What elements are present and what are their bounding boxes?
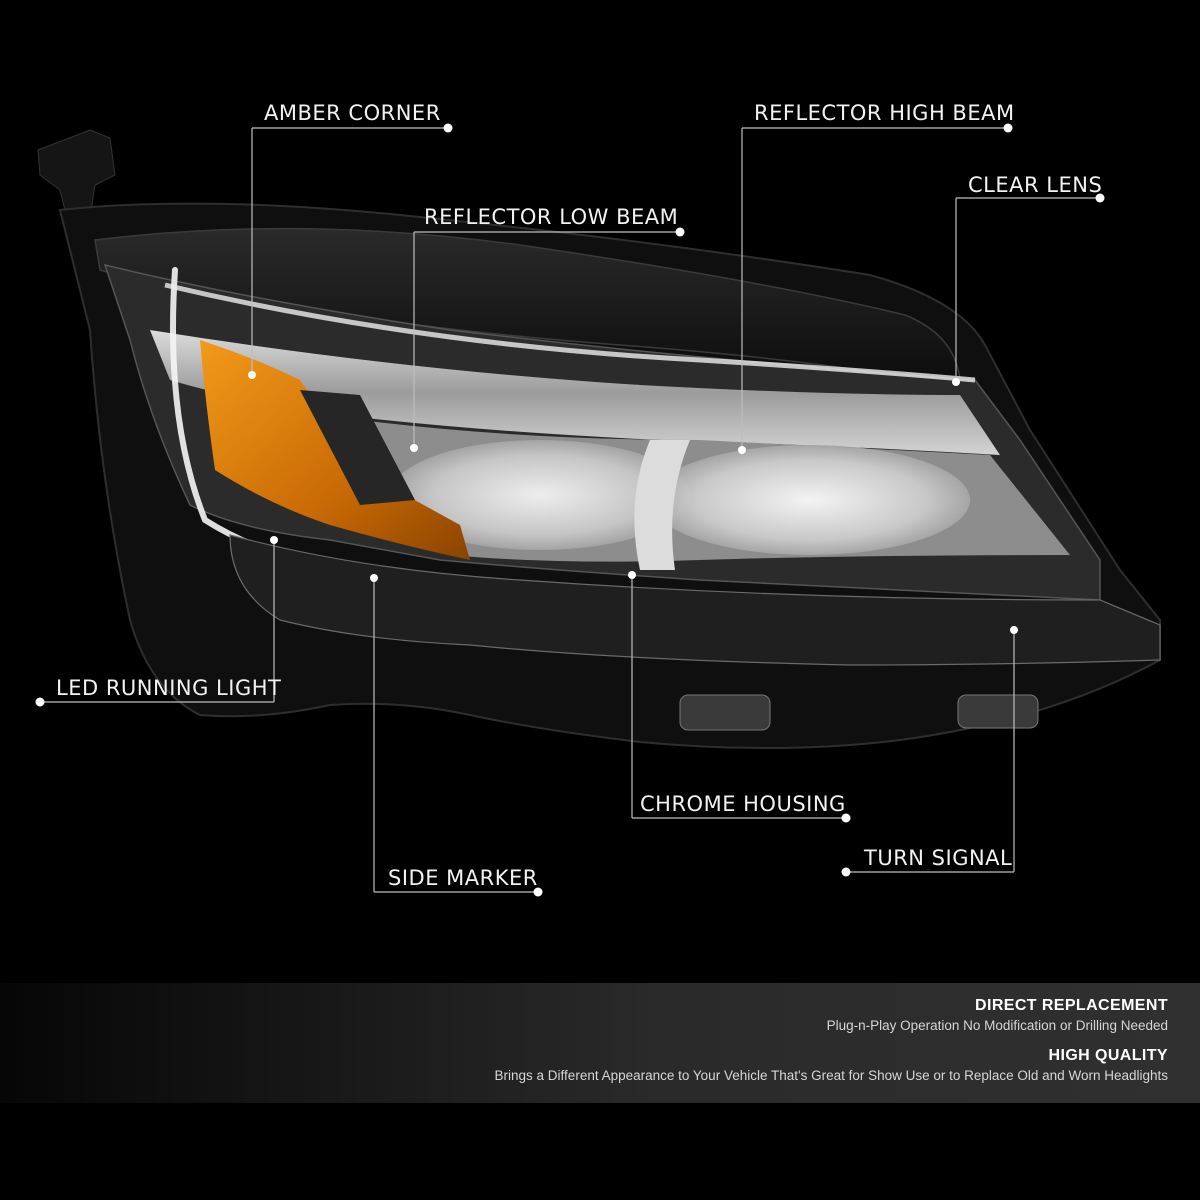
callout-lines bbox=[40, 127, 1100, 893]
feature-text-high-quality: Brings a Different Appearance to Your Ve… bbox=[494, 1068, 1168, 1083]
bulb-socket-right bbox=[957, 694, 1039, 729]
label-turn-signal: TURN SIGNAL bbox=[864, 846, 1013, 870]
feature-title-high-quality: HIGH QUALITY bbox=[1048, 1047, 1168, 1064]
label-chrome-housing: CHROME HOUSING bbox=[640, 792, 846, 816]
bulb-socket-left bbox=[679, 694, 771, 731]
feature-title-direct-replacement: DIRECT REPLACEMENT bbox=[975, 997, 1168, 1014]
turn-signal-strip bbox=[229, 534, 1161, 666]
label-clear-lens: CLEAR LENS bbox=[968, 173, 1103, 197]
feature-banner: DIRECT REPLACEMENT Plug-n-Play Operation… bbox=[0, 983, 1200, 1103]
led-strip-top bbox=[164, 282, 976, 383]
label-reflector-high-beam: REFLECTOR HIGH BEAM bbox=[754, 101, 1015, 125]
label-reflector-low-beam: REFLECTOR LOW BEAM bbox=[424, 205, 679, 229]
high-beam-reflector bbox=[650, 445, 970, 555]
label-led-running-light: LED RUNNING LIGHT bbox=[56, 676, 282, 700]
low-beam-reflector bbox=[390, 440, 690, 550]
feature-text-direct-replacement: Plug-n-Play Operation No Modification or… bbox=[826, 1018, 1168, 1033]
label-amber-corner: AMBER CORNER bbox=[264, 101, 441, 125]
louver-fins bbox=[300, 390, 415, 505]
label-side-marker: SIDE MARKER bbox=[388, 866, 538, 890]
callout-dots bbox=[35, 123, 1105, 897]
headlight-assembly bbox=[37, 129, 1161, 750]
chrome-band bbox=[150, 330, 1000, 455]
divider bbox=[634, 440, 690, 570]
